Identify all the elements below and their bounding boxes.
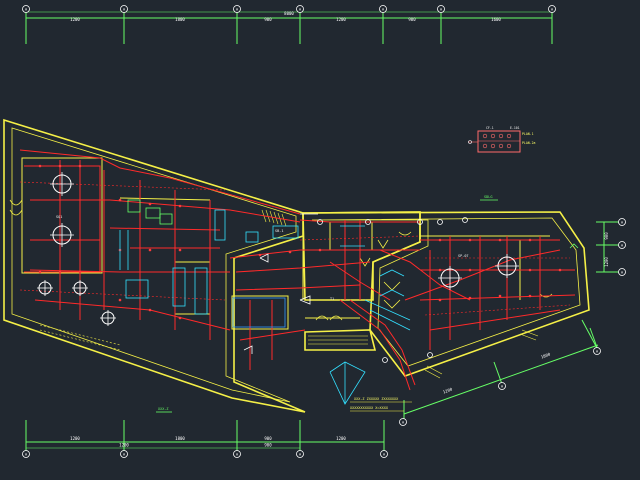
note-leaders bbox=[350, 401, 412, 412]
dimension-text: 1200 bbox=[336, 436, 346, 441]
axis-bubble-label: A bbox=[621, 270, 624, 274]
drawing-note-line2: XXXXXXXXXXX X=XXXX bbox=[350, 406, 389, 410]
stair-hatching bbox=[39, 209, 539, 379]
diagonal-dimension-chain bbox=[403, 319, 599, 420]
axis-bubble-label: A bbox=[236, 452, 239, 456]
dimension-text: 1200 bbox=[336, 17, 346, 22]
partition-walls bbox=[21, 157, 550, 330]
right-dimension-chain bbox=[596, 221, 622, 273]
misc-symbols bbox=[243, 213, 468, 363]
top-axis-bubbles bbox=[22, 5, 556, 13]
dimension-text: 900 bbox=[408, 17, 416, 22]
dimension-text: 900 bbox=[264, 17, 272, 22]
bottom-axis-bubbles bbox=[22, 450, 388, 458]
dimension-text: 1200 bbox=[604, 257, 609, 267]
axis-bubble-label: A bbox=[596, 349, 599, 353]
legend-block bbox=[468, 130, 521, 153]
axis-bubble-label: A bbox=[621, 220, 624, 224]
dimension-text: 900 bbox=[604, 232, 609, 240]
legend-code: E-101 bbox=[510, 126, 520, 130]
dimension-text: 900 bbox=[264, 436, 272, 441]
drawing-note-line1: XXX-Z ZXXXXX ZXXXXXXX bbox=[354, 397, 399, 401]
room-label-hall: T1 bbox=[330, 297, 334, 301]
axis-bubble-label: A bbox=[501, 384, 504, 388]
room-label-west: SQ1 bbox=[56, 215, 62, 219]
equipment-marks bbox=[127, 199, 579, 413]
bottom-dimension-chain bbox=[25, 420, 385, 454]
legend-tag: PLAN-2a bbox=[522, 141, 536, 145]
dimension-text: 1600 bbox=[491, 17, 501, 22]
sprinkler-heads bbox=[38, 164, 562, 320]
total-dimension: 8000 bbox=[284, 11, 294, 16]
door-swings bbox=[9, 199, 553, 321]
fixture-lines bbox=[119, 209, 411, 405]
axis-bubble-label: A bbox=[299, 7, 302, 11]
axis-bubble-label: A bbox=[551, 7, 554, 11]
pipe-dashed bbox=[19, 181, 571, 316]
axis-bubble-label: A bbox=[299, 452, 302, 456]
axis-bubble-label: A bbox=[123, 452, 126, 456]
room-label-east: SP-07 bbox=[458, 254, 469, 258]
axis-bubble-label: A bbox=[25, 7, 28, 11]
axis-bubble-label: A bbox=[383, 452, 386, 456]
top-dimension-chain bbox=[25, 10, 553, 44]
dimension-text: 1800 bbox=[175, 17, 185, 22]
small-tag: SDLG bbox=[484, 195, 492, 199]
room-label-pump: SB-1 bbox=[275, 229, 283, 233]
axis-bubble-label: A bbox=[123, 7, 126, 11]
axis-bubble-label: A bbox=[382, 7, 385, 11]
small-tag-2: XXX-Z bbox=[158, 407, 169, 411]
dimension-text: 1800 bbox=[175, 436, 185, 441]
dimension-text: 1200 bbox=[70, 17, 80, 22]
legend-title: PLAN-1 bbox=[522, 132, 534, 136]
axis-bubble-label: A bbox=[236, 7, 239, 11]
dimension-text: 1200 bbox=[442, 386, 453, 394]
dimension-text: 1200 bbox=[119, 443, 129, 448]
legend-note: CF-1 bbox=[486, 126, 494, 130]
dimension-text: 900 bbox=[264, 443, 272, 448]
axis-bubble-label: A bbox=[402, 420, 405, 424]
dimension-text: 1200 bbox=[70, 436, 80, 441]
hydrant-crosses bbox=[37, 172, 519, 326]
hydrant-symbols bbox=[38, 174, 517, 325]
axis-bubble-label: A bbox=[440, 7, 443, 11]
axis-bubble-label: A bbox=[25, 452, 28, 456]
axis-bubble-label: A bbox=[621, 243, 624, 247]
dimension-text: 1800 bbox=[540, 351, 551, 359]
